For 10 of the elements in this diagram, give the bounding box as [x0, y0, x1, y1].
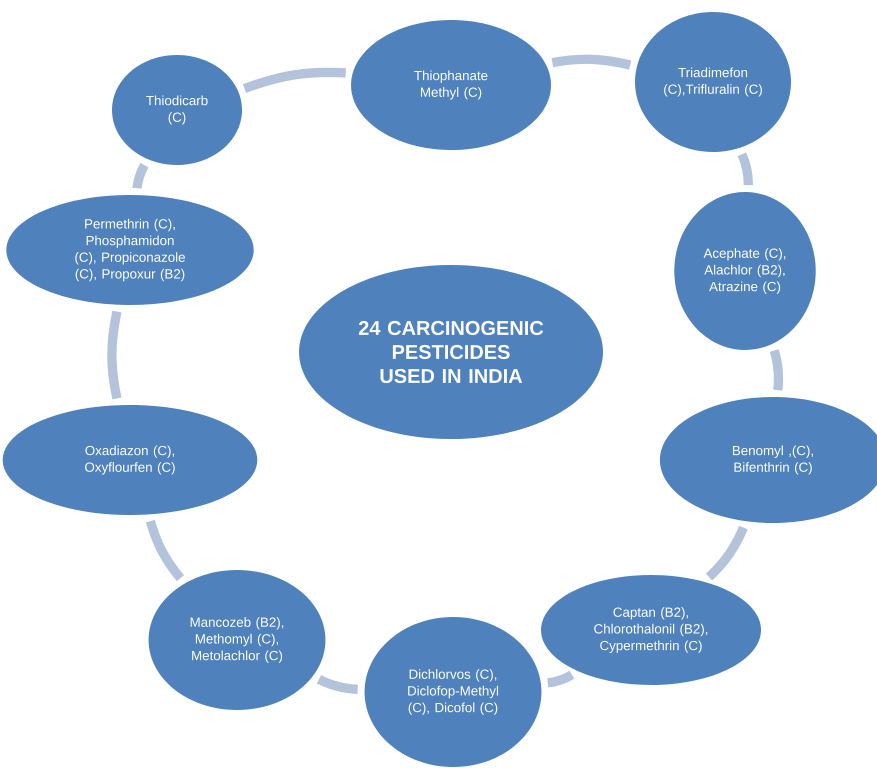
ring-segment	[547, 670, 574, 688]
ring-segment	[132, 162, 149, 189]
ring-segment	[770, 349, 784, 391]
ring-segment	[242, 68, 346, 94]
ring-segment	[107, 310, 122, 400]
ring-segment	[738, 152, 754, 186]
ring-segment	[146, 520, 184, 582]
ring-segment	[552, 54, 632, 70]
ring-segment	[706, 526, 748, 580]
ring-segment	[316, 675, 358, 694]
